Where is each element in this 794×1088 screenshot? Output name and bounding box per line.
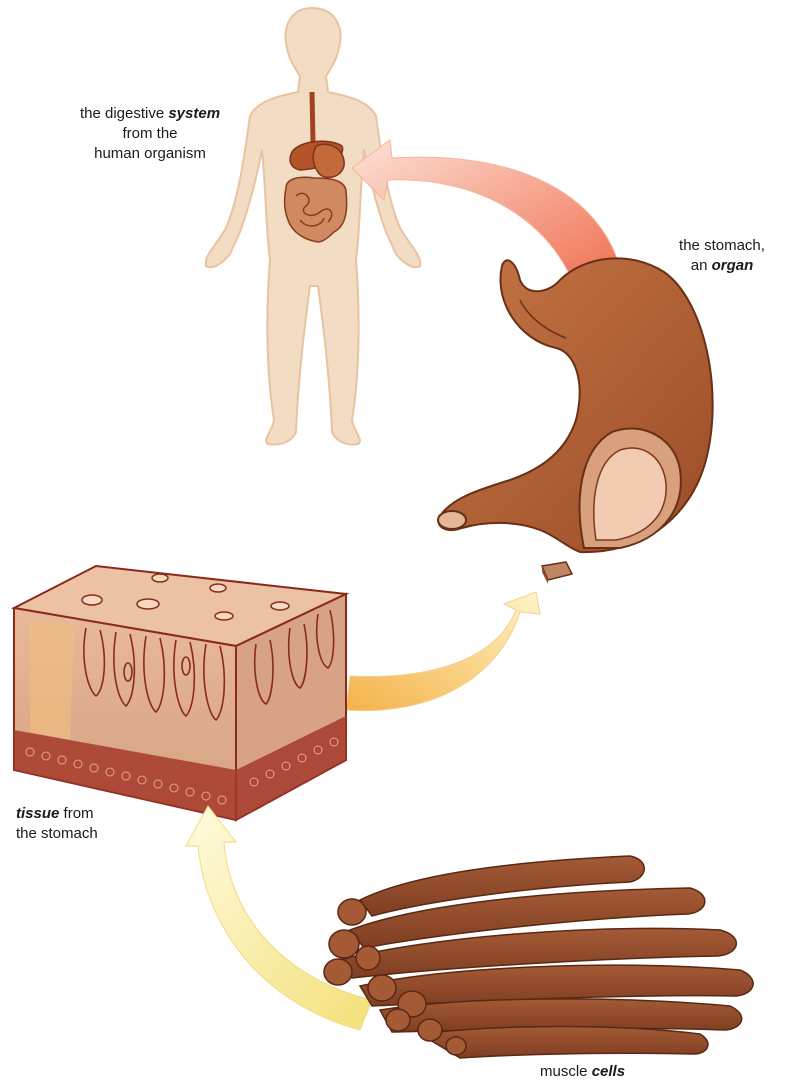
label-cells: muscle cells xyxy=(540,1062,700,1082)
label-tissue: tissue from the stomach xyxy=(16,804,176,844)
label-organ: the stomach, an organ xyxy=(662,236,782,276)
keyword-organ: organ xyxy=(712,257,754,274)
duodenum-opening xyxy=(438,511,466,529)
arrow-organ-to-tissue xyxy=(346,592,540,711)
muscle-cells-bundle xyxy=(324,856,753,1058)
label-organ-line2: an organ xyxy=(662,256,782,276)
tissue-block xyxy=(14,566,346,820)
label-tissue-line1: tissue from xyxy=(16,804,176,824)
tissue-sample-piece xyxy=(542,562,572,584)
esophagus xyxy=(312,92,313,142)
label-system-line1: the digestive system xyxy=(50,104,250,124)
label-system-line3: human organism xyxy=(50,144,250,164)
keyword-tissue: tissue xyxy=(16,805,59,822)
keyword-system: system xyxy=(168,105,220,122)
keyword-cells: cells xyxy=(592,1063,625,1080)
stomach-organ xyxy=(438,258,713,552)
label-system-line2: from the xyxy=(50,124,250,144)
label-system: the digestive system from the human orga… xyxy=(50,104,250,164)
label-tissue-line2: the stomach xyxy=(16,824,176,844)
label-organ-line1: the stomach, xyxy=(662,236,782,256)
